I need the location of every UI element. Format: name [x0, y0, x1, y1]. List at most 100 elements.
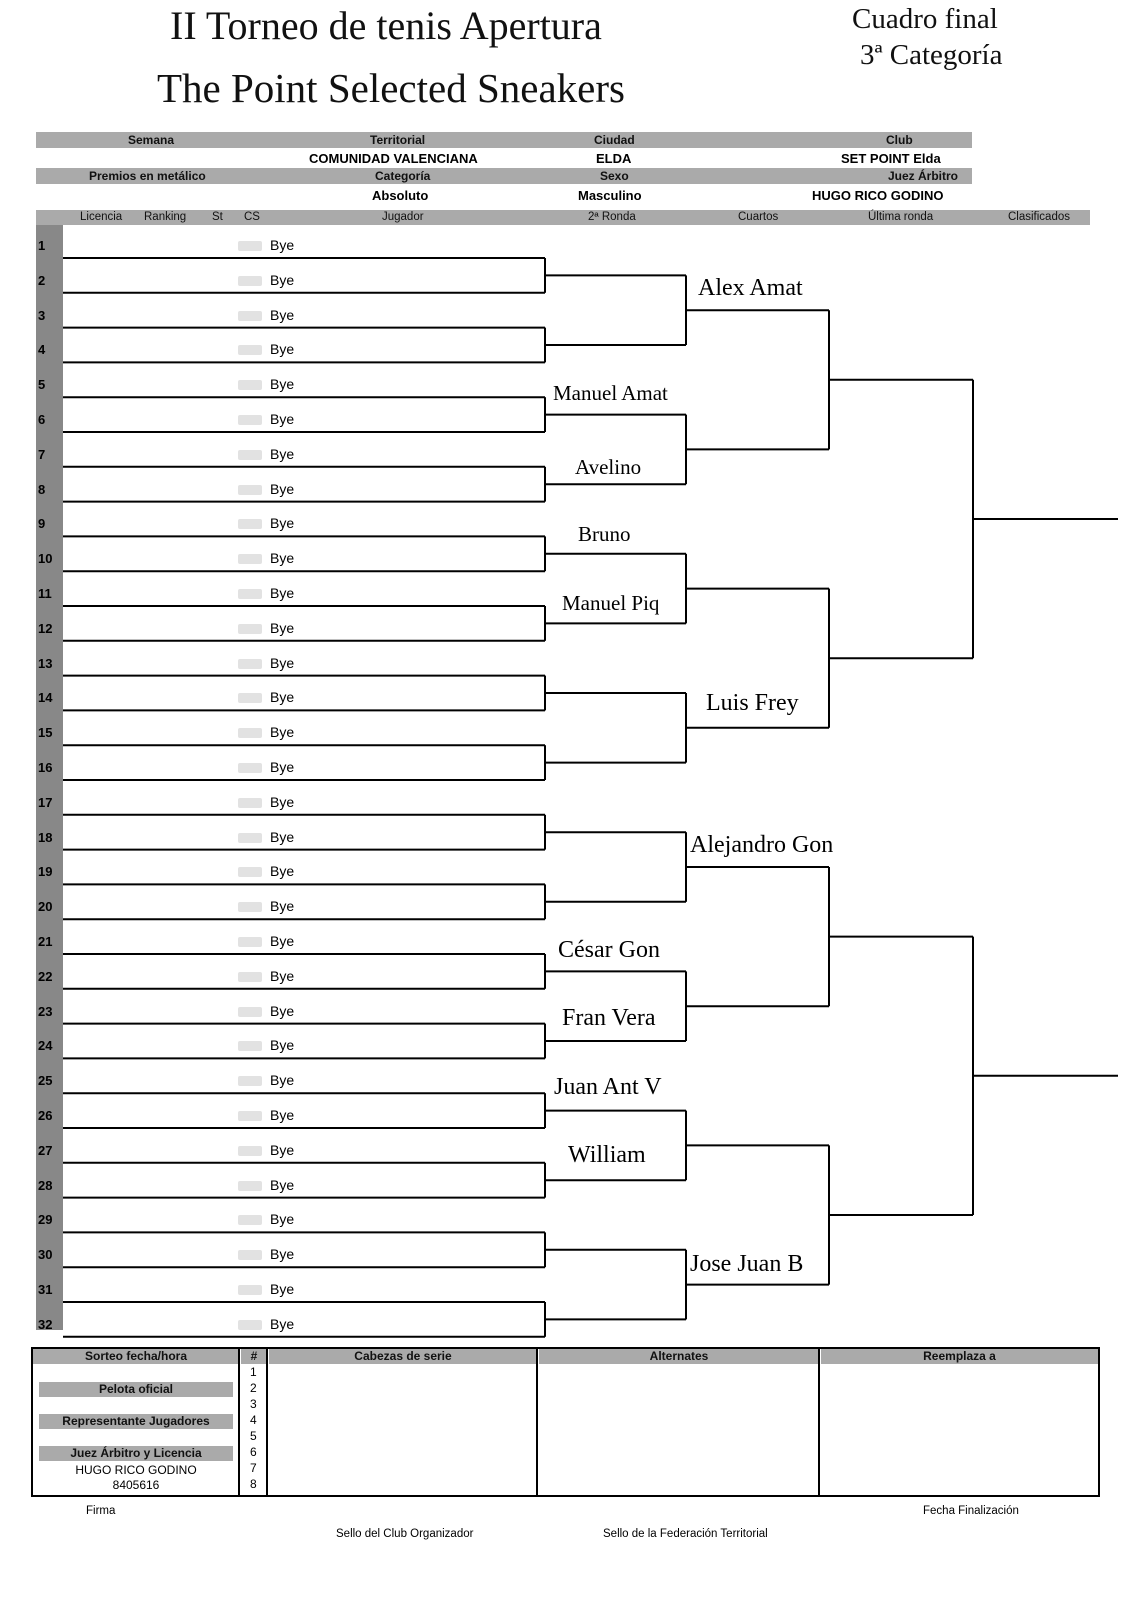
player-entry: Bye	[270, 341, 295, 358]
row-number-bar	[36, 225, 63, 1330]
row-number: 21	[38, 934, 53, 949]
quarterfinal-name: Luis Frey	[706, 690, 799, 716]
category-label: 3ª Categoría	[860, 39, 1003, 71]
cs-mark	[238, 589, 262, 599]
cs-mark	[238, 797, 262, 808]
pelota-label: Pelota oficial	[39, 1382, 233, 1397]
seed-number: 5	[250, 1429, 257, 1443]
col-segunda-ronda: 2ª Ronda	[588, 211, 636, 223]
cs-mark	[238, 275, 262, 286]
juez-licencia-label: Juez Árbitro y Licencia	[39, 1446, 233, 1461]
second-round-name: Juan Ant V	[554, 1074, 662, 1100]
row-number: 3	[38, 307, 46, 323]
player-entry: Bye	[270, 1107, 295, 1123]
ciudad-label: Ciudad	[594, 133, 635, 147]
row-number: 19	[38, 864, 53, 880]
ciudad-value: ELDA	[596, 151, 632, 166]
footer-table: Sorteo fecha/hora Pelota oficial Represe…	[31, 1347, 1100, 1497]
player-entry: Bye	[270, 1037, 295, 1054]
player-entry: Bye	[270, 967, 295, 984]
sorteo-label: Sorteo fecha/hora	[33, 1349, 239, 1364]
player-entry: Bye	[270, 1176, 295, 1193]
footer-divider	[266, 1349, 268, 1495]
player-entry: Bye	[270, 828, 295, 845]
cs-mark	[238, 1041, 262, 1052]
cs-mark	[238, 1215, 262, 1226]
player-entry: Bye	[270, 1315, 295, 1332]
row-number: 28	[38, 1177, 53, 1193]
premios-label: Premios en metálico	[89, 169, 206, 183]
player-entry: Bye	[270, 271, 295, 288]
seed-hash-label: #	[241, 1349, 267, 1364]
cs-mark	[238, 519, 262, 530]
second-round-name: Avelino	[575, 455, 642, 479]
row-number: 6	[38, 412, 46, 427]
quarterfinal-name: Jose Juan B	[690, 1251, 804, 1277]
reemplaza-label: Reemplaza a	[821, 1349, 1098, 1364]
player-entry: Bye	[270, 306, 295, 323]
firma-label: Firma	[86, 1505, 116, 1517]
col-st: St	[212, 211, 223, 223]
cs-mark	[238, 1319, 262, 1330]
categoria-label: Categoría	[375, 169, 431, 183]
cs-mark	[238, 1145, 262, 1156]
tournament-subtitle: The Point Selected Sneakers	[157, 65, 625, 111]
row-number: 18	[38, 829, 53, 845]
cs-mark	[238, 1111, 262, 1121]
cs-mark	[238, 1180, 262, 1191]
player-entry: Bye	[270, 445, 295, 462]
player-entry: Bye	[270, 1002, 295, 1019]
player-entry: Bye	[270, 237, 295, 253]
col-clasificados: Clasificados	[1008, 211, 1070, 223]
player-entry: Bye	[270, 689, 295, 706]
player-entry: Bye	[270, 863, 295, 880]
row-number: 4	[38, 342, 46, 358]
header-band-1	[36, 132, 972, 148]
player-entry: Bye	[270, 376, 295, 393]
juez-value: HUGO RICO GODINO	[812, 188, 944, 203]
territorial-value: COMUNIDAD VALENCIANA	[309, 151, 478, 166]
player-entry: Bye	[270, 480, 295, 497]
second-round-name: William	[568, 1142, 646, 1168]
row-number: 2	[38, 272, 46, 288]
cs-mark	[238, 380, 262, 391]
cs-mark	[238, 241, 262, 251]
cs-mark	[238, 902, 262, 913]
club-value: SET POINT Elda	[841, 151, 941, 166]
header-band-2	[36, 168, 972, 184]
second-round-name: Bruno	[578, 522, 631, 546]
player-entry: Bye	[270, 585, 295, 601]
juez-label: Juez Árbitro	[888, 169, 959, 183]
col-jugador: Jugador	[382, 211, 424, 223]
juez-licencia-number: 8405616	[112, 1478, 160, 1492]
player-entry: Bye	[270, 759, 295, 775]
cs-mark	[238, 1285, 262, 1295]
row-number: 10	[38, 551, 53, 567]
player-entry: Bye	[270, 515, 295, 532]
row-number: 23	[38, 1003, 53, 1019]
seed-number: 7	[250, 1461, 257, 1475]
seed-number: 3	[250, 1397, 257, 1411]
sexo-value: Masculino	[578, 188, 642, 203]
player-entry: Bye	[270, 1246, 295, 1263]
row-number: 7	[38, 446, 46, 462]
col-ranking: Ranking	[144, 211, 187, 223]
player-entry: Bye	[270, 550, 295, 567]
cs-mark	[238, 658, 262, 669]
player-entry: Bye	[270, 724, 295, 741]
player-entry: Bye	[270, 933, 295, 949]
fecha-finalizacion-label: Fecha Finalización	[923, 1505, 1019, 1517]
draw-type: Cuadro final	[852, 3, 998, 35]
cs-mark	[238, 554, 262, 565]
player-entry: Bye	[270, 898, 295, 915]
footer-divider	[238, 1349, 240, 1495]
row-number: 11	[38, 586, 52, 601]
row-number: 15	[38, 725, 53, 741]
column-header-band	[36, 210, 1090, 225]
club-label: Club	[886, 133, 913, 147]
second-round-name: César Gon	[558, 937, 660, 963]
row-number: 31	[38, 1282, 53, 1297]
row-number: 13	[38, 655, 53, 671]
player-entry: Bye	[270, 411, 295, 427]
sello-federacion-label: Sello de la Federación Territorial	[603, 1528, 768, 1540]
